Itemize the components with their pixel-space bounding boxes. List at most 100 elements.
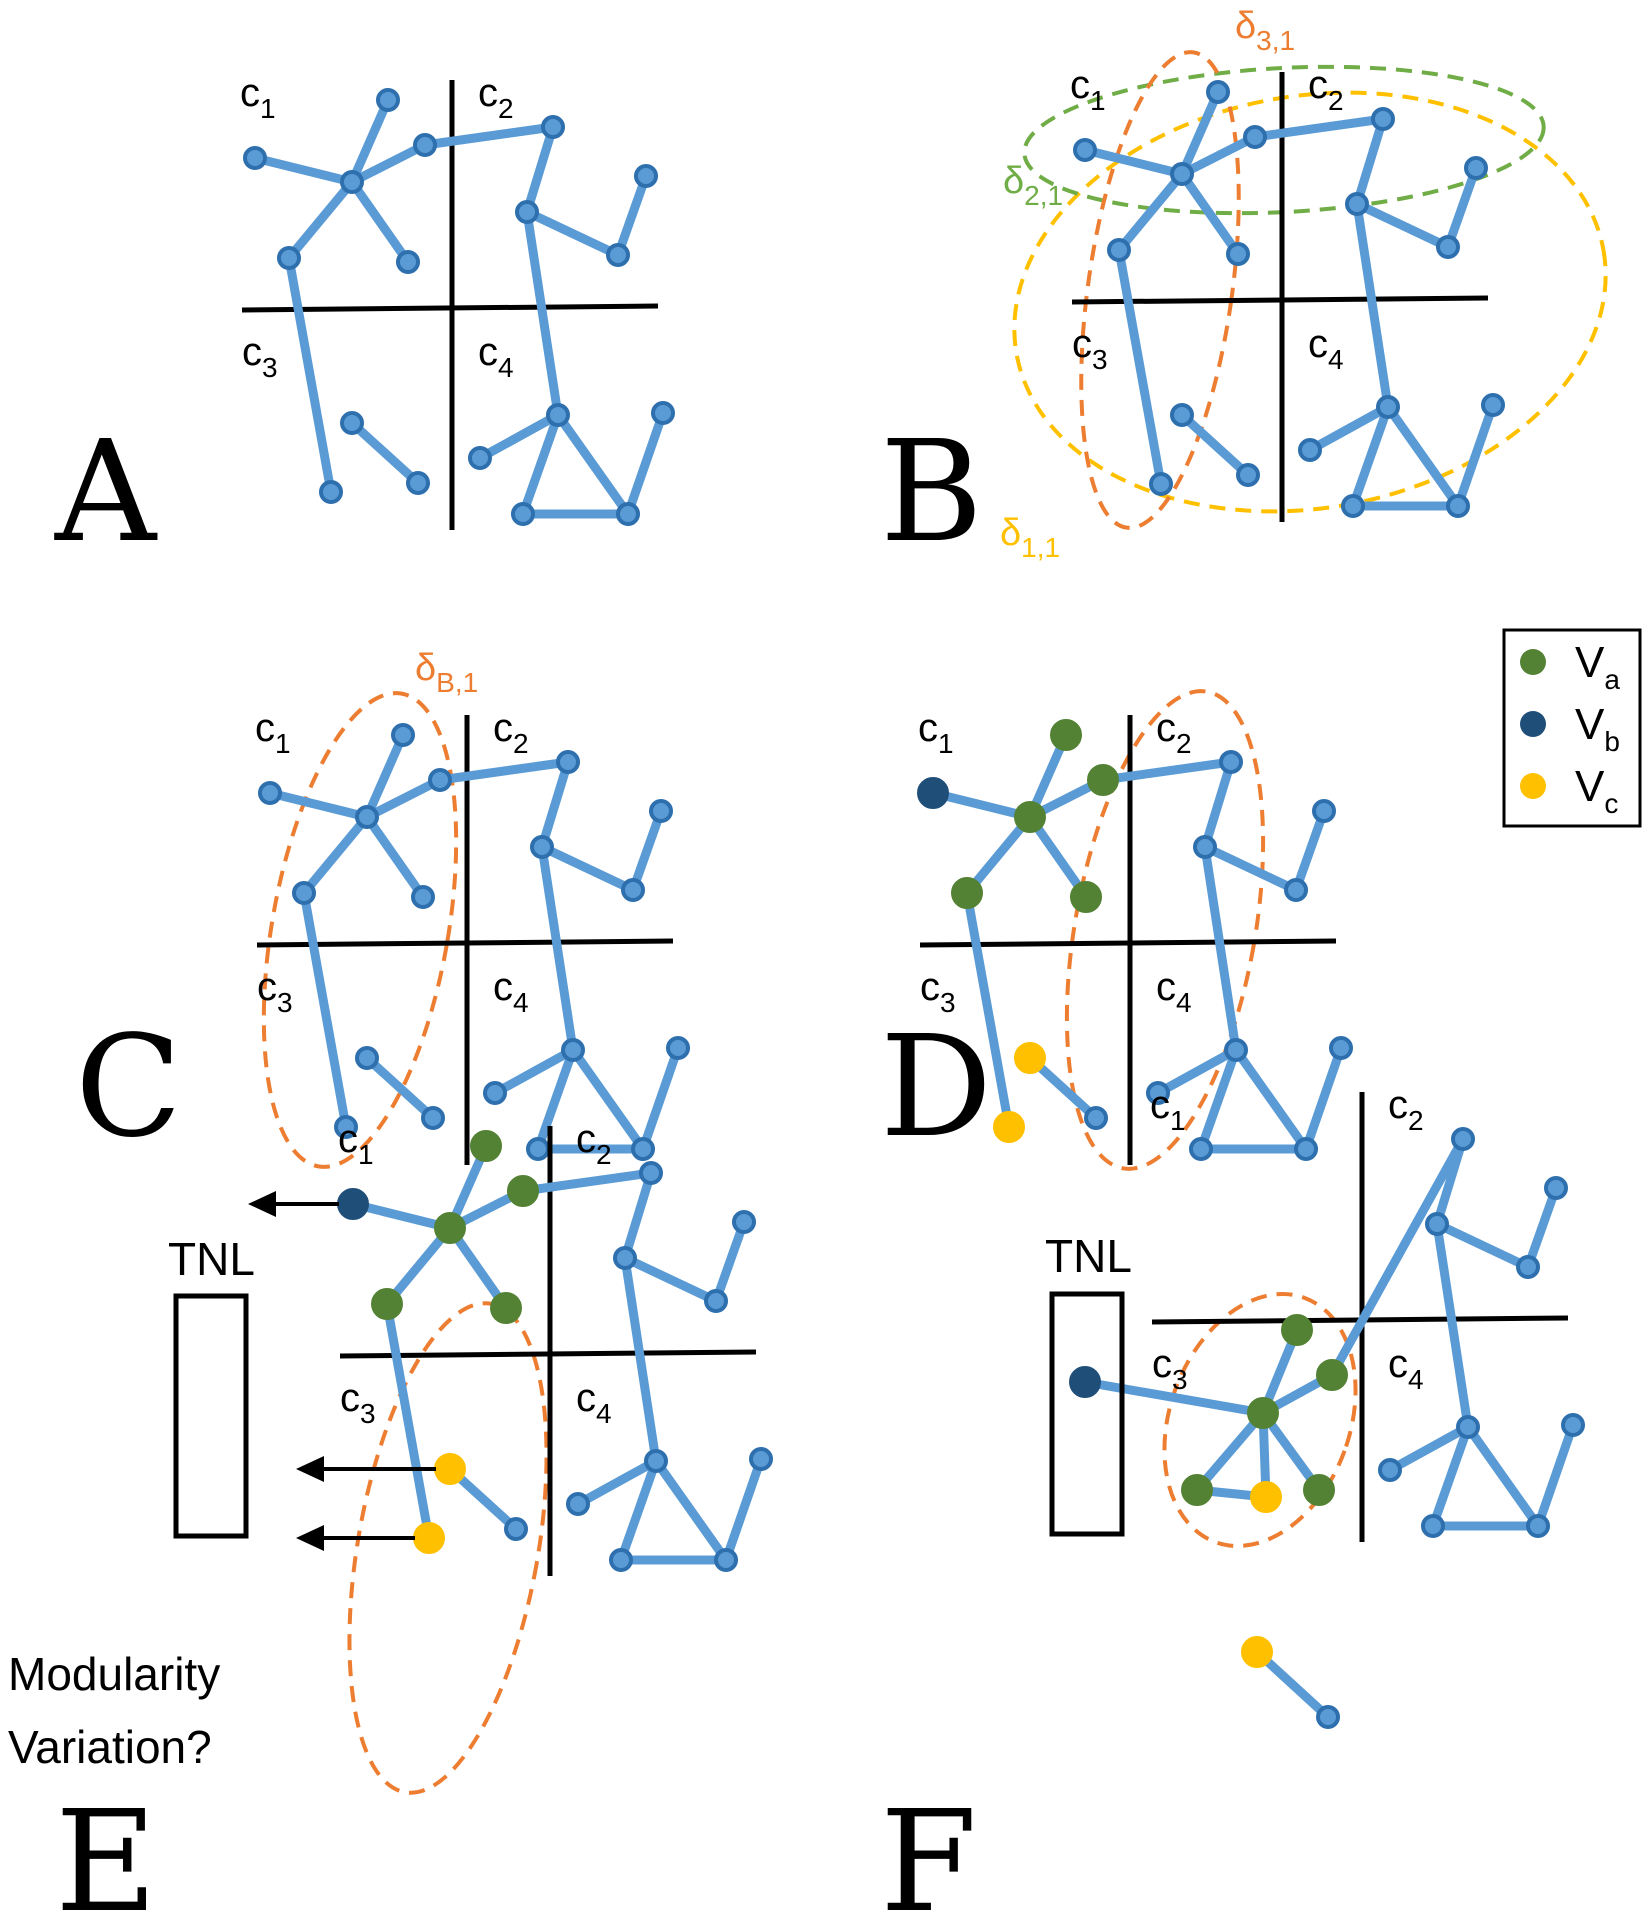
network-edge bbox=[420, 122, 558, 150]
region-label-sub: 1 bbox=[275, 728, 291, 759]
region-label-base: c bbox=[255, 706, 275, 750]
region-label-sub: 3 bbox=[277, 987, 293, 1018]
network-edge bbox=[445, 1223, 511, 1313]
region-label-base: c bbox=[340, 1376, 360, 1420]
node-va bbox=[371, 1288, 403, 1320]
region-label-base: c bbox=[240, 71, 260, 115]
network-edge bbox=[1383, 402, 1463, 511]
network-edge bbox=[348, 1199, 455, 1233]
node-vc bbox=[413, 1522, 445, 1554]
community-ellipse bbox=[1064, 689, 1266, 1171]
network-edge bbox=[620, 1253, 661, 1466]
network-edge bbox=[1114, 245, 1166, 489]
network-edge bbox=[1231, 1045, 1311, 1154]
community-label-dB1-sub: B,1 bbox=[436, 667, 478, 698]
network-edge bbox=[1153, 1045, 1241, 1098]
network-edge bbox=[347, 418, 423, 488]
region-label-base: c bbox=[1152, 1342, 1172, 1386]
region-label-sub: 4 bbox=[596, 1398, 612, 1429]
legend-item-sub: b bbox=[1604, 726, 1620, 757]
arrow-head bbox=[296, 1456, 324, 1482]
region-label-c2: c2 bbox=[1156, 706, 1192, 759]
network-node bbox=[732, 1210, 756, 1234]
network-edge bbox=[623, 408, 668, 519]
node-vb bbox=[1069, 1366, 1101, 1398]
network-edge bbox=[1352, 199, 1393, 412]
network-node bbox=[606, 243, 630, 267]
network-node bbox=[1376, 395, 1400, 419]
region-label-sub: 3 bbox=[360, 1398, 376, 1429]
network-node bbox=[1451, 1127, 1475, 1151]
region-label-base: c bbox=[493, 965, 513, 1009]
network-node bbox=[666, 1036, 690, 1060]
network-edge bbox=[1348, 402, 1393, 511]
legend-item: Vb bbox=[1575, 700, 1620, 757]
node-va bbox=[470, 1130, 502, 1162]
network-edge bbox=[522, 122, 558, 217]
network-node bbox=[631, 1137, 655, 1161]
network-node bbox=[1298, 438, 1322, 462]
network-node bbox=[546, 403, 570, 427]
network-node bbox=[258, 781, 282, 805]
node-va bbox=[1303, 1474, 1335, 1506]
legend-item: Vc bbox=[1575, 762, 1618, 819]
network-edge bbox=[568, 1045, 648, 1154]
question-line-1: Modularity bbox=[8, 1648, 220, 1700]
network-edge bbox=[1080, 1377, 1268, 1418]
network-edge bbox=[1443, 163, 1481, 252]
node-vc bbox=[1250, 1481, 1282, 1513]
network-node bbox=[749, 1447, 773, 1471]
network-node bbox=[714, 1548, 738, 1572]
region-label-base: c bbox=[338, 1117, 358, 1161]
network-node bbox=[639, 1161, 663, 1185]
network-edge bbox=[1533, 1420, 1578, 1531]
network-node bbox=[1243, 125, 1267, 149]
panel-label-A: A bbox=[54, 411, 158, 574]
network-edge bbox=[362, 730, 408, 822]
legend-swatch bbox=[1520, 649, 1546, 675]
network-edge bbox=[265, 788, 372, 822]
network-edge bbox=[1196, 1045, 1241, 1154]
network-node bbox=[1316, 1705, 1340, 1729]
panel-label-E: E bbox=[55, 1781, 157, 1922]
region-label-sub: 1 bbox=[938, 728, 954, 759]
community-label-d21: δ2,1 bbox=[1003, 160, 1063, 211]
network-node bbox=[1084, 1106, 1108, 1130]
community-label-d21-base: δ bbox=[1003, 160, 1024, 202]
region-label-sub: 1 bbox=[260, 93, 276, 124]
node-vc bbox=[993, 1111, 1025, 1143]
legend-item-base: V bbox=[1575, 700, 1605, 749]
network-node bbox=[355, 1046, 379, 1070]
network-edge bbox=[1432, 1219, 1533, 1272]
region-label-sub: 2 bbox=[596, 1139, 612, 1170]
legend-item-base: V bbox=[1575, 762, 1605, 811]
network-node bbox=[1561, 1413, 1585, 1437]
node-vb bbox=[337, 1188, 369, 1220]
network-node bbox=[1224, 1038, 1248, 1062]
region-label-base: c bbox=[493, 706, 513, 750]
network-node bbox=[526, 1137, 550, 1161]
network-node bbox=[1526, 1514, 1550, 1538]
horizontal-divider bbox=[256, 938, 674, 948]
network-node bbox=[616, 502, 640, 526]
tnl-label: TNL bbox=[168, 1233, 255, 1285]
network-edge bbox=[1177, 132, 1260, 179]
network-node bbox=[421, 1106, 445, 1130]
region-label-c4: c4 bbox=[493, 965, 529, 1018]
region-label-c4: c4 bbox=[576, 1376, 612, 1429]
community-label-d11-sub: 1,1 bbox=[1021, 532, 1060, 563]
network-edge bbox=[620, 1253, 721, 1306]
region-label-c3: c3 bbox=[257, 965, 293, 1018]
network-node bbox=[1312, 799, 1336, 823]
network-node bbox=[483, 1081, 507, 1105]
network-edge bbox=[382, 1299, 434, 1543]
network-node bbox=[413, 133, 437, 157]
network-node bbox=[1189, 1137, 1213, 1161]
region-label-c2: c2 bbox=[1308, 63, 1344, 116]
tnl-box bbox=[173, 1293, 249, 1539]
network-node bbox=[1073, 138, 1097, 162]
network-edge bbox=[613, 171, 651, 260]
panel-label-B: B bbox=[880, 411, 983, 574]
node-va bbox=[1014, 801, 1046, 833]
